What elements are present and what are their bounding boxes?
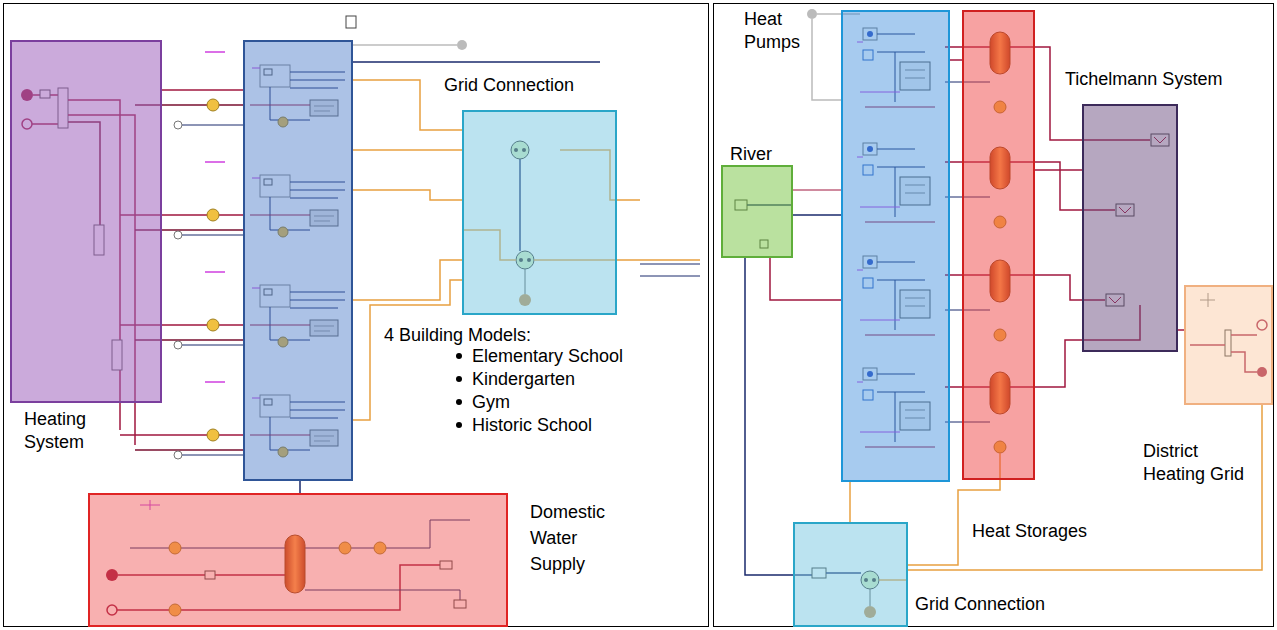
junction-dot <box>457 40 467 50</box>
region-label: Heat Pumps <box>744 8 810 55</box>
wire-line <box>770 258 841 300</box>
region-label: District Heating Grid <box>1143 440 1255 485</box>
heat-pump-region: Heat Pumps <box>841 10 950 482</box>
district-grid-region: District Heating Grid <box>1184 285 1273 405</box>
pipe-connector <box>950 59 962 61</box>
pipe-connector <box>299 481 301 493</box>
wire-line <box>353 80 462 420</box>
building-region: 4 Building Models:Elementary SchoolKinde… <box>243 40 353 481</box>
port-symbol <box>207 209 219 221</box>
region-label: Heating System <box>24 408 104 453</box>
component-block <box>714 4 1274 627</box>
bullet-dot <box>456 422 462 428</box>
list-item: Kindergarten <box>472 368 575 391</box>
port-symbol <box>807 9 817 19</box>
wire-line <box>353 61 600 63</box>
pipe-connector <box>793 214 841 216</box>
component-block <box>4 4 709 627</box>
region-label: River <box>730 143 772 166</box>
water-region: Domestic Water Supply <box>88 493 508 627</box>
region-label: Grid Connection <box>915 593 1045 616</box>
port-symbol <box>174 231 182 239</box>
pipe-connector <box>849 482 851 522</box>
list-item: Historic School <box>472 414 592 437</box>
panel-frames <box>4 4 1274 627</box>
bullet-dot <box>456 399 462 405</box>
heating-region: Heating System <box>10 40 162 403</box>
list-item: Gym <box>472 391 510 414</box>
port-symbol <box>174 341 182 349</box>
port-symbol <box>207 319 219 331</box>
port-symbol <box>207 429 219 441</box>
pipe-connector <box>353 149 462 151</box>
list-item: Elementary School <box>472 345 623 368</box>
wire-line <box>353 44 457 46</box>
region-label: Domestic Water Supply <box>530 499 622 577</box>
grid-region: Grid Connection <box>462 110 617 315</box>
region-label: Grid Connection <box>444 74 574 97</box>
river-region: River <box>721 165 793 258</box>
pipe-connector <box>1035 169 1082 171</box>
region-label: 4 Building Models: <box>384 324 531 347</box>
wire-line <box>205 52 225 382</box>
sensor-block <box>346 16 356 28</box>
grid-region: Grid Connection <box>793 522 908 627</box>
port-symbol <box>174 121 182 129</box>
tichelmann-region: Tichelmann System <box>1082 104 1178 352</box>
bullet-dot <box>456 376 462 382</box>
wire-line <box>793 190 841 191</box>
port-symbol <box>207 99 219 111</box>
region-label: Heat Storages <box>972 520 1087 543</box>
pipe-connector <box>162 89 243 91</box>
region-label: Tichelmann System <box>1065 68 1222 91</box>
storage-region: Heat Storages <box>962 10 1035 480</box>
wire-line <box>640 264 700 276</box>
bullet-dot <box>456 353 462 359</box>
port-symbol <box>174 451 182 459</box>
wire-line <box>175 125 243 455</box>
